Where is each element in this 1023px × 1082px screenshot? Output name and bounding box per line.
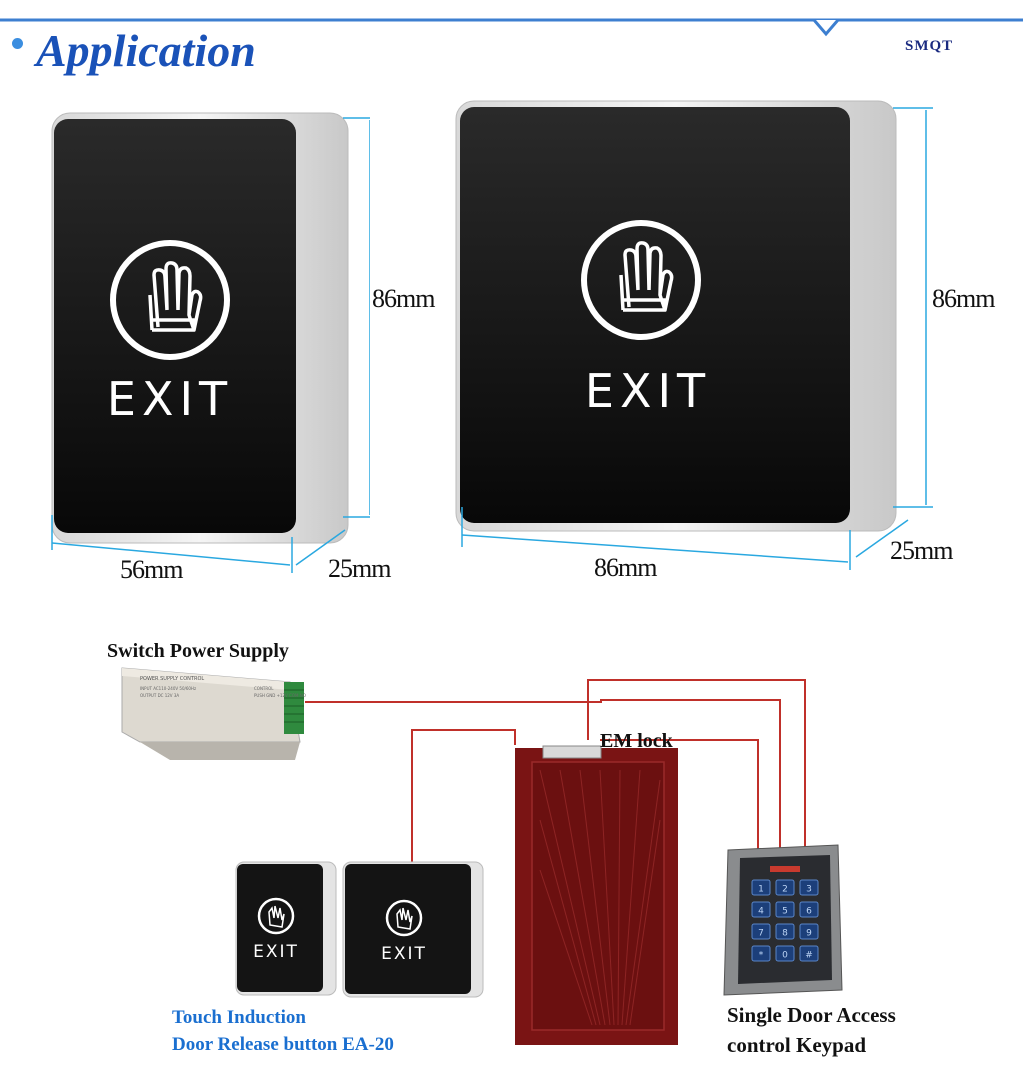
keypad-key [775, 879, 795, 896]
keypad-key-label: 6 [806, 907, 812, 917]
keypad-key-label: 7 [758, 929, 764, 939]
hand-icon [148, 261, 203, 332]
svg-text:CONTROL: CONTROL [254, 686, 274, 691]
hand-icon [619, 241, 674, 312]
product-large-left: EXIT [51, 112, 370, 573]
page-title: Application [36, 25, 256, 76]
exit-label: EXIT [107, 372, 233, 426]
svg-text:OUTPUT DC 12V 3A: OUTPUT DC 12V 3A [140, 693, 179, 698]
keypad-key-label: 0 [782, 951, 788, 961]
svg-text:INPUT AC110-240V 50/60Hz: INPUT AC110-240V 50/60Hz [140, 686, 196, 691]
keypad-key-label: 3 [806, 885, 812, 895]
hand-icon [268, 905, 285, 928]
dimension-depth-right: 25mm [890, 536, 953, 565]
brand-logo: SMQT [905, 38, 954, 54]
dimension-width-right: 86mm [594, 553, 657, 582]
svg-text:POWER SUPPLY CONTROL: POWER SUPPLY CONTROL [140, 676, 204, 682]
em-lock [542, 745, 602, 759]
svg-text:EXIT: EXIT [381, 944, 427, 964]
keypad-key [799, 901, 819, 918]
door [515, 745, 678, 1045]
keypad-key [751, 923, 771, 940]
title-bullet-icon [12, 38, 23, 49]
access-keypad: 1 2 3 4 5 6 7 8 9 * 0 # [723, 844, 843, 996]
em-lock-label: EM lock [600, 730, 673, 752]
keypad-key [799, 923, 819, 940]
button-small-left: EXIT [235, 861, 337, 996]
svg-text:PUSH GND +12V COM NO: PUSH GND +12V COM NO [254, 693, 306, 698]
power-supply-label: Switch Power Supply [107, 640, 289, 662]
dimension-width-left: 56mm [120, 555, 183, 584]
keypad-key [775, 923, 795, 940]
power-supply-unit: POWER SUPPLY CONTROL INPUT AC110-240V 50… [121, 667, 306, 760]
keypad-key [799, 945, 819, 962]
keypad-key [775, 945, 795, 962]
keypad-key [751, 879, 771, 896]
keypad-key [775, 901, 795, 918]
keypad-key [751, 945, 771, 962]
keypad-key [799, 879, 819, 896]
keypad-key-label: # [805, 951, 813, 961]
svg-text:EXIT: EXIT [253, 942, 299, 962]
button-caption: Touch Induction Door Release button EA-2… [172, 1007, 394, 1055]
keypad-key-label: 9 [806, 929, 812, 939]
keypad-key-label: 4 [758, 907, 764, 917]
keypad-key-label: 8 [782, 929, 788, 939]
keypad-caption: Single Door Access control Keypad [727, 1003, 896, 1057]
header-divider [0, 18, 1023, 37]
keypad-key-label: * [759, 951, 764, 961]
product-large-right: EXIT [455, 100, 933, 570]
keypad-key-label: 1 [758, 885, 764, 895]
dimension-height-left: 86mm [372, 284, 435, 313]
keypad-key-label: 5 [782, 907, 788, 917]
keypad-key-label: 2 [782, 885, 788, 895]
keypad-key [751, 901, 771, 918]
button-small-right: EXIT [342, 861, 484, 998]
dimension-depth-left: 25mm [328, 554, 391, 583]
exit-label: EXIT [585, 364, 711, 418]
hand-icon [396, 907, 413, 930]
dimension-height-right: 86mm [932, 284, 995, 313]
wiring-diagram: POWER SUPPLY CONTROL INPUT AC110-240V 50… [121, 667, 843, 1045]
